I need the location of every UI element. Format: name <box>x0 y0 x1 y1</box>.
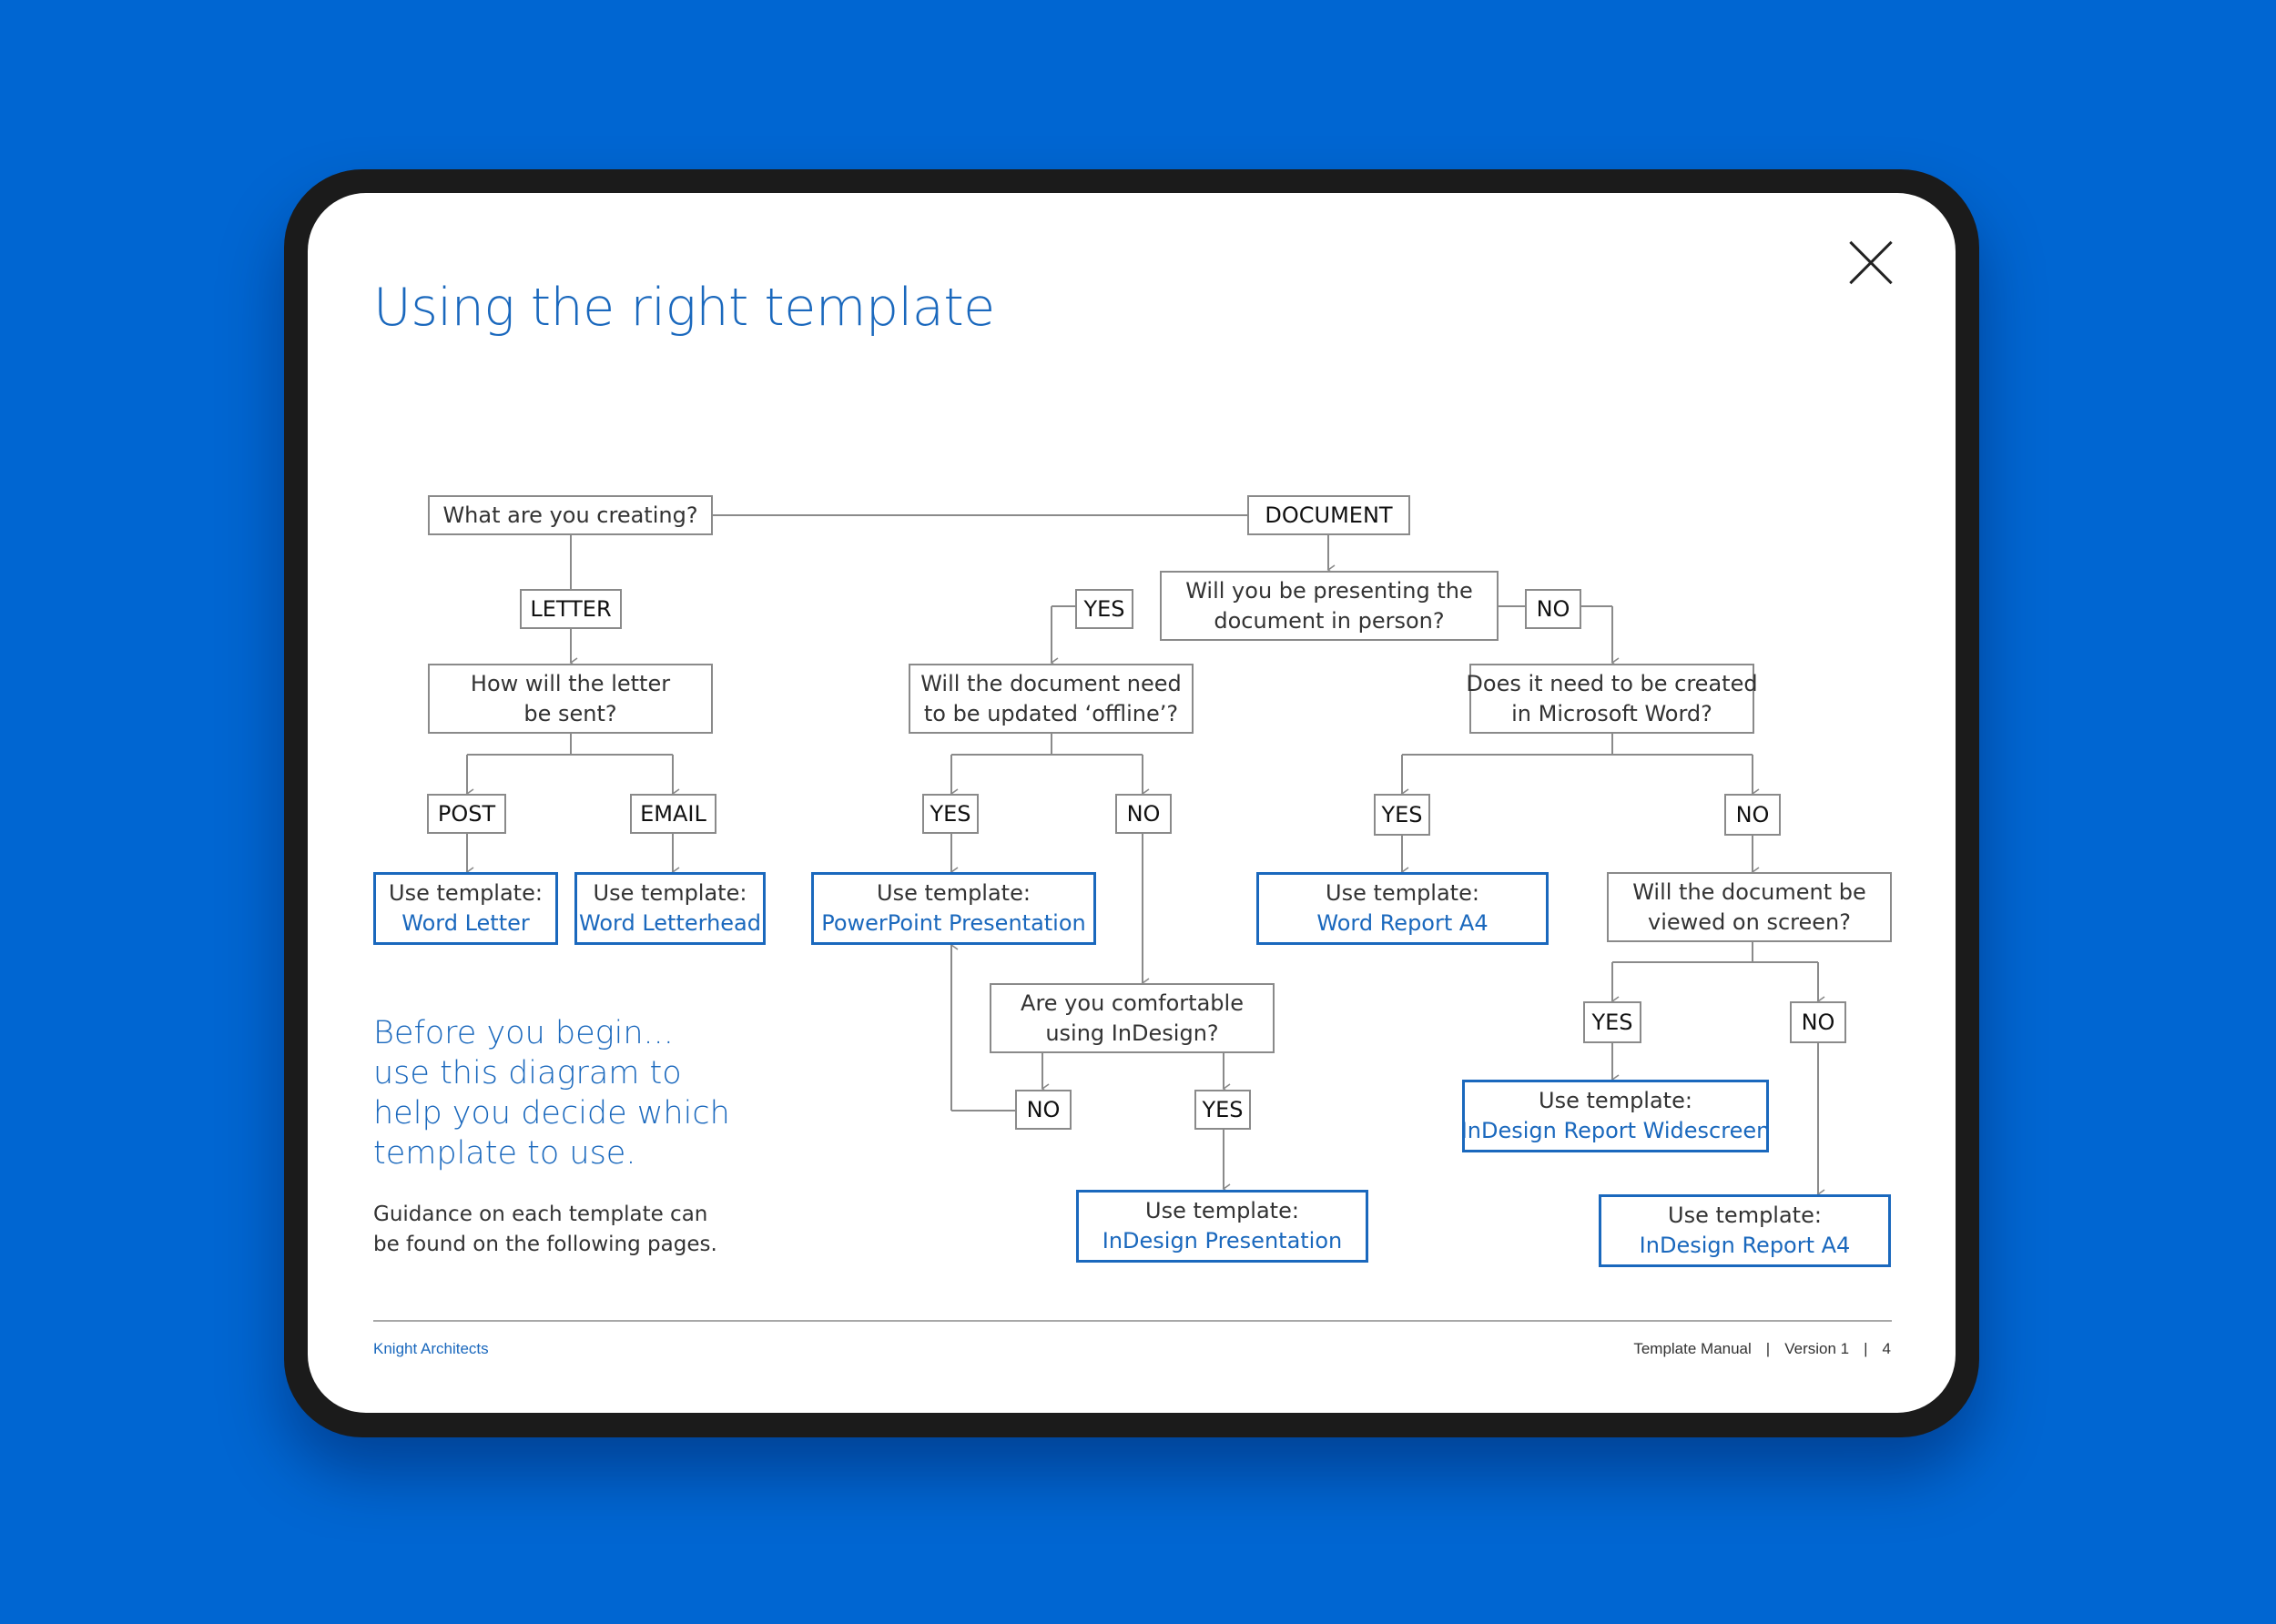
letter-label: LETTER <box>520 589 622 629</box>
letter-question: How will the letter be sent? <box>428 664 713 734</box>
template-name: InDesign Report A4 <box>1639 1233 1851 1258</box>
template-indesign-widescreen[interactable]: Use template: InDesign Report Widescreen <box>1460 1080 1771 1152</box>
template-name: Word Letterhead <box>579 910 761 936</box>
present-question: Will you be presenting the document in p… <box>1160 571 1499 641</box>
start-question-text: What are you creating? <box>442 502 698 528</box>
present-question-line: document in person? <box>1214 607 1445 634</box>
footer-separator: | <box>1765 1340 1771 1357</box>
present-no-label: NO <box>1525 589 1581 629</box>
start-question: What are you creating? <box>428 495 713 535</box>
template-name: PowerPoint Presentation <box>821 910 1086 936</box>
present-question-line: Will you be presenting the <box>1185 577 1473 604</box>
indesign-question-line: Are you comfortable <box>1021 990 1244 1016</box>
present-yes-label: YES <box>1075 589 1133 629</box>
word-yes-text: YES <box>1381 801 1423 827</box>
guidance-line: Guidance on each template can <box>373 1203 708 1226</box>
footer-divider <box>373 1320 1892 1322</box>
word-no-text: NO <box>1735 801 1770 827</box>
word-yes-label: YES <box>1374 794 1430 836</box>
present-no-text: NO <box>1536 595 1570 622</box>
use-template-text: Use template: <box>1326 880 1479 906</box>
template-powerpoint[interactable]: Use template: PowerPoint Presentation <box>811 872 1096 945</box>
indesign-question: Are you comfortable using InDesign? <box>990 983 1275 1053</box>
page-number: 4 <box>1882 1340 1891 1357</box>
intro-line: template to use. <box>373 1135 636 1172</box>
indesign-question-line: using InDesign? <box>1045 1020 1219 1046</box>
footer-manual: Template Manual <box>1633 1340 1752 1357</box>
document-label-text: DOCUMENT <box>1265 502 1393 528</box>
intro-line: help you decide which <box>373 1095 730 1132</box>
indesign-no-text: NO <box>1026 1096 1061 1122</box>
letter-question-line: be sent? <box>523 700 617 726</box>
letter-label-text: LETTER <box>530 595 612 622</box>
letter-question-line: How will the letter <box>470 670 671 696</box>
intro-line: use this diagram to <box>373 1055 682 1091</box>
email-label-text: EMAIL <box>640 800 706 827</box>
template-indesign-presentation[interactable]: Use template: InDesign Presentation <box>1076 1190 1368 1263</box>
offline-no-label: NO <box>1115 794 1172 834</box>
screen-question-line: viewed on screen? <box>1648 908 1851 935</box>
offline-yes-text: YES <box>930 800 971 827</box>
template-name: Word Report A4 <box>1316 910 1489 936</box>
word-question-line: Does it need to be created <box>1466 670 1758 696</box>
use-template-text: Use template: <box>1145 1198 1299 1223</box>
offline-no-text: NO <box>1126 800 1161 827</box>
word-no-label: NO <box>1724 794 1781 836</box>
use-template-text: Use template: <box>389 880 543 906</box>
page-title: Using the right template <box>373 278 995 338</box>
use-template-text: Use template: <box>877 880 1031 906</box>
offline-question: Will the document need to be updated ‘of… <box>909 664 1194 734</box>
template-name: InDesign Presentation <box>1102 1228 1343 1254</box>
offline-yes-label: YES <box>922 794 979 834</box>
post-label: POST <box>427 794 506 834</box>
template-indesign-report-a4[interactable]: Use template: InDesign Report A4 <box>1599 1194 1891 1267</box>
document-label: DOCUMENT <box>1247 495 1410 535</box>
email-label: EMAIL <box>630 794 716 834</box>
use-template-text: Use template: <box>1539 1088 1692 1113</box>
use-template-text: Use template: <box>593 880 747 906</box>
footer-brand: Knight Architects <box>373 1340 489 1357</box>
use-template-text: Use template: <box>1668 1203 1822 1228</box>
screen-no-text: NO <box>1801 1009 1835 1035</box>
footer-separator: | <box>1864 1340 1868 1357</box>
offline-question-line: Will the document need <box>920 670 1182 696</box>
present-yes-text: YES <box>1083 595 1125 622</box>
guidance-text: Guidance on each template can be found o… <box>373 1200 756 1260</box>
screen-yes-label: YES <box>1583 1001 1641 1043</box>
post-label-text: POST <box>437 800 496 827</box>
footer-meta: Template Manual | Version 1 | 4 <box>1633 1340 1891 1358</box>
offline-question-line: to be updated ‘offline’? <box>923 700 1179 726</box>
indesign-yes-label: YES <box>1194 1090 1251 1130</box>
screen-yes-text: YES <box>1591 1009 1633 1035</box>
template-word-report-a4[interactable]: Use template: Word Report A4 <box>1256 872 1549 945</box>
screen-question-line: Will the document be <box>1632 878 1866 905</box>
template-name: Word Letter <box>401 910 530 936</box>
word-question-line: in Microsoft Word? <box>1511 700 1712 726</box>
template-word-letter[interactable]: Use template: Word Letter <box>373 872 558 945</box>
intro-line: Before you begin... <box>373 1015 674 1051</box>
screen-no-label: NO <box>1790 1001 1846 1043</box>
guidance-line: be found on the following pages. <box>373 1233 717 1256</box>
indesign-no-label: NO <box>1015 1090 1072 1130</box>
footer-version: Version 1 <box>1784 1340 1850 1357</box>
indesign-yes-text: YES <box>1202 1096 1244 1122</box>
intro-heading: Before you begin... use this diagram to … <box>373 1013 756 1173</box>
word-question: Does it need to be created in Microsoft … <box>1466 664 1758 734</box>
template-name: InDesign Report Widescreen <box>1460 1118 1771 1143</box>
screen-question: Will the document be viewed on screen? <box>1607 872 1892 942</box>
template-word-letterhead[interactable]: Use template: Word Letterhead <box>574 872 766 945</box>
